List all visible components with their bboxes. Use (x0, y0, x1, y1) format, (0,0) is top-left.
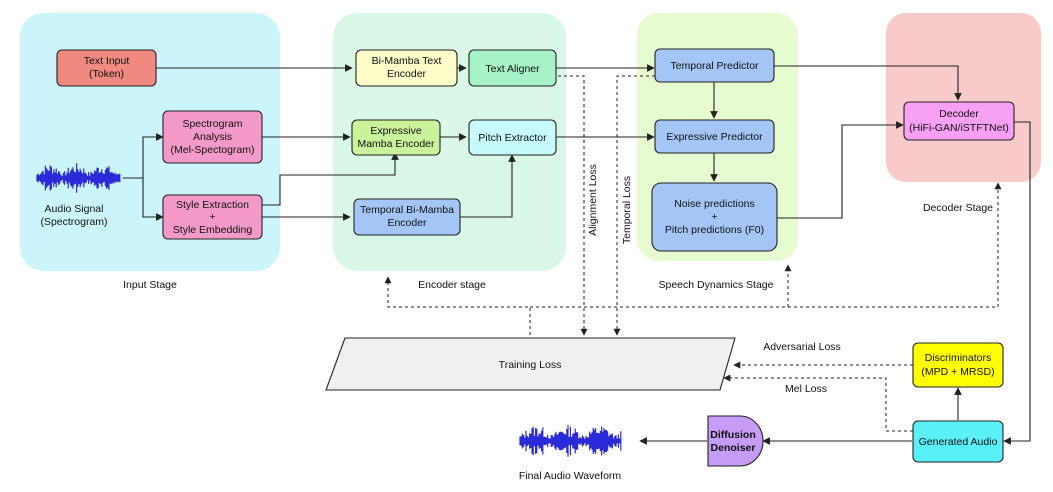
speech-dynamics-stage-label: Speech Dynamics Stage (659, 279, 774, 291)
pitch-extractor-node: Pitch Extractor (468, 119, 557, 156)
adversarial-loss-label: Adversarial Loss (763, 341, 841, 353)
temporal-loss-edge (613, 75, 655, 336)
edge-decoder-to-generated-audio (1003, 121, 1031, 445)
temporal-loss-label: Temporal Loss (621, 176, 633, 244)
feedback-to-decoder-stage (788, 182, 1002, 308)
temporal-predictor-node: Temporal Predictor (654, 48, 775, 83)
audio-signal-label: Audio Signal(Spectrogram) (40, 203, 107, 228)
edge-style-to-expressive-encoder (262, 152, 399, 206)
input-stage-label: Input Stage (123, 279, 177, 291)
edge-temporal-encoder-to-pitch-extractor (460, 154, 516, 218)
expressive-predictor-node: Expressive Predictor (654, 119, 775, 154)
svg-text:Text Input(Token): Text Input(Token) (84, 55, 130, 80)
edge-temporal-predictor-to-decoder (774, 65, 962, 101)
svg-text:Generated Audio: Generated Audio (919, 436, 998, 448)
edge-noise-predictions-to-decoder (777, 121, 904, 219)
edge-audio-to-style (142, 178, 164, 221)
mel-loss-label: Mel Loss (785, 383, 827, 395)
feedback-to-encoder-stage (384, 276, 531, 335)
svg-text:Noise predictions+Pitch predic: Noise predictions+Pitch predictions (F0) (665, 198, 764, 236)
svg-text:Expressive Predictor: Expressive Predictor (666, 131, 763, 143)
text-input-node: Text Input(Token) (56, 49, 157, 87)
svg-text:Decoder(HiFi-GAN/iSTFTNet): Decoder(HiFi-GAN/iSTFTNet) (909, 108, 1009, 134)
svg-text:Temporal Predictor: Temporal Predictor (670, 60, 759, 72)
dashed-connectors (384, 75, 1002, 432)
final-audio-waveform-icon (519, 425, 622, 457)
edge-audio-split (123, 133, 164, 179)
mel-loss-edge (723, 374, 913, 432)
alignment-loss-edge (558, 75, 588, 336)
noise-pitch-predictions-node: Noise predictions+Pitch predictions (F0) (651, 182, 778, 252)
final-audio-waveform-label: Final Audio Waveform (519, 470, 622, 482)
decoder-node: Decoder(HiFi-GAN/iSTFTNet) (903, 101, 1015, 141)
encoder-stage-label: Encoder stage (418, 279, 486, 291)
discriminators-node: Discriminators(MPD + MRSD) (912, 342, 1004, 388)
solid-connectors (123, 64, 1031, 445)
svg-text:Text Aligner: Text Aligner (485, 63, 540, 75)
text-aligner-node: Text Aligner (468, 49, 557, 87)
training-loss-node: Training Loss (325, 337, 736, 391)
decoder-stage-label: Decoder Stage (923, 202, 993, 214)
style-extraction-node: Style Extraction+Style Embedding (162, 194, 263, 240)
decoder-stage-panel (886, 13, 1041, 182)
alignment-loss-label: Alignment Loss (587, 164, 599, 236)
svg-text:Discriminators(MPD + MRSD): Discriminators(MPD + MRSD) (921, 352, 994, 378)
generated-audio-node: Generated Audio (912, 420, 1004, 463)
audio-signal-waveform-icon (36, 163, 121, 193)
svg-text:Style Extraction+Style Embeddi: Style Extraction+Style Embedding (173, 199, 253, 236)
svg-text:Pitch Extractor: Pitch Extractor (478, 132, 547, 144)
svg-text:Training Loss: Training Loss (499, 359, 562, 371)
